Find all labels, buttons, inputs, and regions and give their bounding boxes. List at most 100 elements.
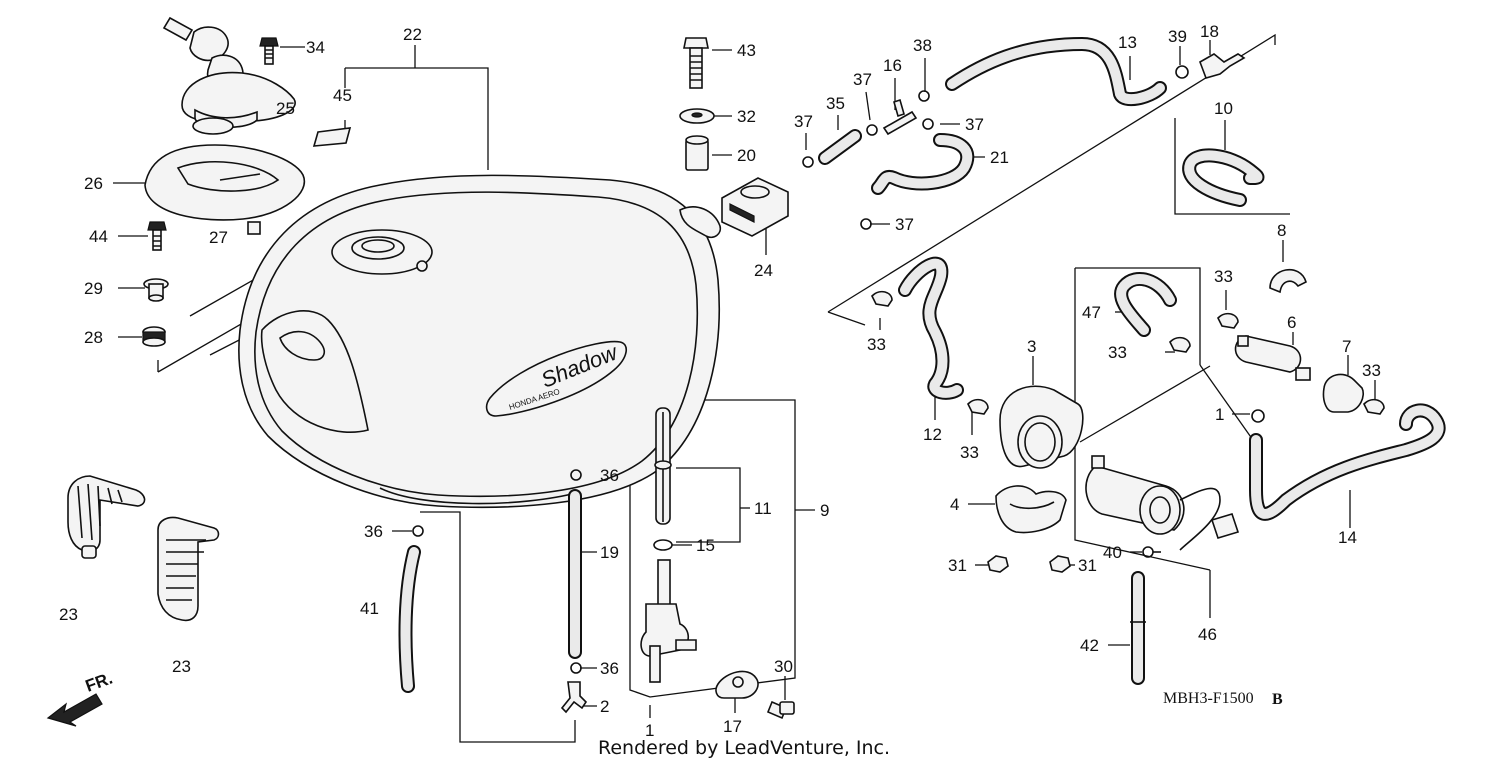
tube-41 <box>398 545 421 693</box>
fasteners-left <box>142 221 261 347</box>
o-ring-15 <box>653 539 673 551</box>
callout-label: 31 <box>1078 556 1097 575</box>
callout-label: 23 <box>59 605 78 624</box>
clip-40 <box>1142 546 1161 558</box>
callout-label: 33 <box>867 335 886 354</box>
fuel-strainer-11 <box>654 407 672 525</box>
fuel-pump <box>1085 455 1240 551</box>
hose-14 <box>1249 403 1446 521</box>
callout-label: 20 <box>737 146 756 165</box>
bolt-43 <box>683 37 709 89</box>
holder-17 <box>715 670 759 699</box>
hose-21 <box>871 133 975 195</box>
clips-33 <box>871 290 1385 415</box>
hose-13 <box>945 37 1167 107</box>
fuel-filter-6 <box>1234 335 1311 381</box>
callout-label: 16 <box>883 56 902 75</box>
callout-label: 7 <box>1342 337 1351 356</box>
callout-label: 37 <box>965 115 984 134</box>
callout-label: 17 <box>723 717 742 736</box>
callout-label: 38 <box>913 36 932 55</box>
three-way-joint-16 <box>882 98 918 136</box>
callout-label: 25 <box>276 99 295 118</box>
callout-label: 33 <box>960 443 979 462</box>
callout-label: 30 <box>774 657 793 676</box>
callout-label: 37 <box>853 70 872 89</box>
callout-label: 15 <box>696 536 715 555</box>
callout-label: 41 <box>360 599 379 618</box>
screw-30 <box>766 700 795 720</box>
callout-label: 33 <box>1362 361 1381 380</box>
nuts-31 <box>987 555 1071 573</box>
callout-label: 8 <box>1277 221 1286 240</box>
callout-label: 26 <box>84 174 103 193</box>
callout-label: 12 <box>923 425 942 444</box>
callout-label: 9 <box>820 501 829 520</box>
callout-label: 43 <box>737 41 756 60</box>
callout-label: 36 <box>600 659 619 678</box>
callout-label: 1 <box>645 721 654 740</box>
callout-label: 40 <box>1103 543 1122 562</box>
callout-label: 32 <box>737 107 756 126</box>
pump-bracket-4 <box>995 485 1067 534</box>
callout-label: 37 <box>895 215 914 234</box>
callout-label: 27 <box>209 228 228 247</box>
callout-label: 14 <box>1338 528 1357 547</box>
callout-label: 44 <box>89 227 108 246</box>
callout-label: 46 <box>1198 625 1217 644</box>
front-direction-arrow: FR. <box>46 669 115 727</box>
drawing-code-suffix: B <box>1272 691 1283 708</box>
mount-rubber-24 <box>721 177 789 237</box>
clip-1-right <box>1251 409 1265 423</box>
callout-label: 35 <box>826 94 845 113</box>
callout-label: 47 <box>1082 303 1101 322</box>
callout-label: 34 <box>306 38 325 57</box>
callout-label: 13 <box>1118 33 1137 52</box>
filter-holder-7 <box>1322 373 1364 413</box>
hose-47 <box>1114 271 1177 337</box>
callout-label: 10 <box>1214 99 1233 118</box>
callout-label: 22 <box>403 25 422 44</box>
fuel-tank: Shadow HONDA AERO <box>238 174 722 509</box>
callout-label: 4 <box>950 495 959 514</box>
callout-label: 45 <box>333 86 352 105</box>
callout-label: 11 <box>754 499 772 518</box>
callout-label: 3 <box>1027 337 1036 356</box>
washer-32 <box>679 108 715 124</box>
drawing-code-text: MBH3-F1500 <box>1163 690 1254 707</box>
callout-label: 21 <box>990 148 1009 167</box>
clip-8 <box>1269 268 1307 294</box>
callout-label: 36 <box>600 466 619 485</box>
callout-label: 18 <box>1200 22 1219 41</box>
callout-labels: 22 34 45 25 26 44 27 29 28 43 32 20 24 3… <box>59 22 1381 740</box>
drawing-code: MBH3-F1500 B <box>1163 690 1283 708</box>
callout-label: 24 <box>754 261 773 280</box>
hose-42 <box>1130 571 1146 685</box>
callout-label: 36 <box>364 522 383 541</box>
clip-39 <box>1175 65 1189 79</box>
joint-2 <box>560 681 588 714</box>
callout-label: 31 <box>948 556 967 575</box>
callout-label: 29 <box>84 279 103 298</box>
heat-shield-upper <box>67 475 146 559</box>
clips-36 <box>412 469 582 674</box>
callout-label: 37 <box>794 112 813 131</box>
callout-label: 19 <box>600 543 619 562</box>
callout-label: 23 <box>172 657 191 676</box>
callout-label: 28 <box>84 328 103 347</box>
callout-label: 42 <box>1080 636 1099 655</box>
callout-label: 39 <box>1168 27 1187 46</box>
joint-18 <box>1199 53 1246 79</box>
callout-label: 1 <box>1215 405 1224 424</box>
render-credit: Rendered by LeadVenture, Inc. <box>598 737 890 759</box>
fuel-cap-assembly <box>162 16 352 147</box>
collar-20 <box>685 135 709 171</box>
callout-label: 33 <box>1214 267 1233 286</box>
callout-label: 6 <box>1287 313 1296 332</box>
fuel-cock <box>640 559 697 683</box>
callout-label: 33 <box>1108 343 1127 362</box>
tank-trim-26 <box>144 144 306 221</box>
bolt-34 <box>259 37 279 65</box>
pump-holder-3 <box>999 385 1084 469</box>
